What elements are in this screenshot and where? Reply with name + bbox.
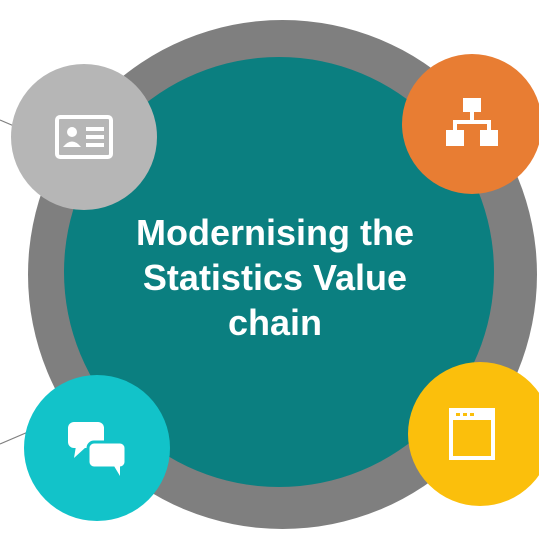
node-id-card bbox=[11, 64, 157, 210]
browser-window-icon bbox=[449, 408, 495, 460]
node-chat bbox=[24, 375, 170, 521]
id-card-icon bbox=[55, 115, 113, 159]
node-browser bbox=[408, 362, 539, 506]
hierarchy-icon bbox=[446, 98, 498, 146]
node-hierarchy bbox=[402, 54, 539, 194]
connector-line-bottom-left bbox=[0, 431, 29, 445]
diagram-title: Modernising the Statistics Value chain bbox=[136, 212, 414, 343]
chat-bubbles-icon bbox=[68, 422, 128, 476]
